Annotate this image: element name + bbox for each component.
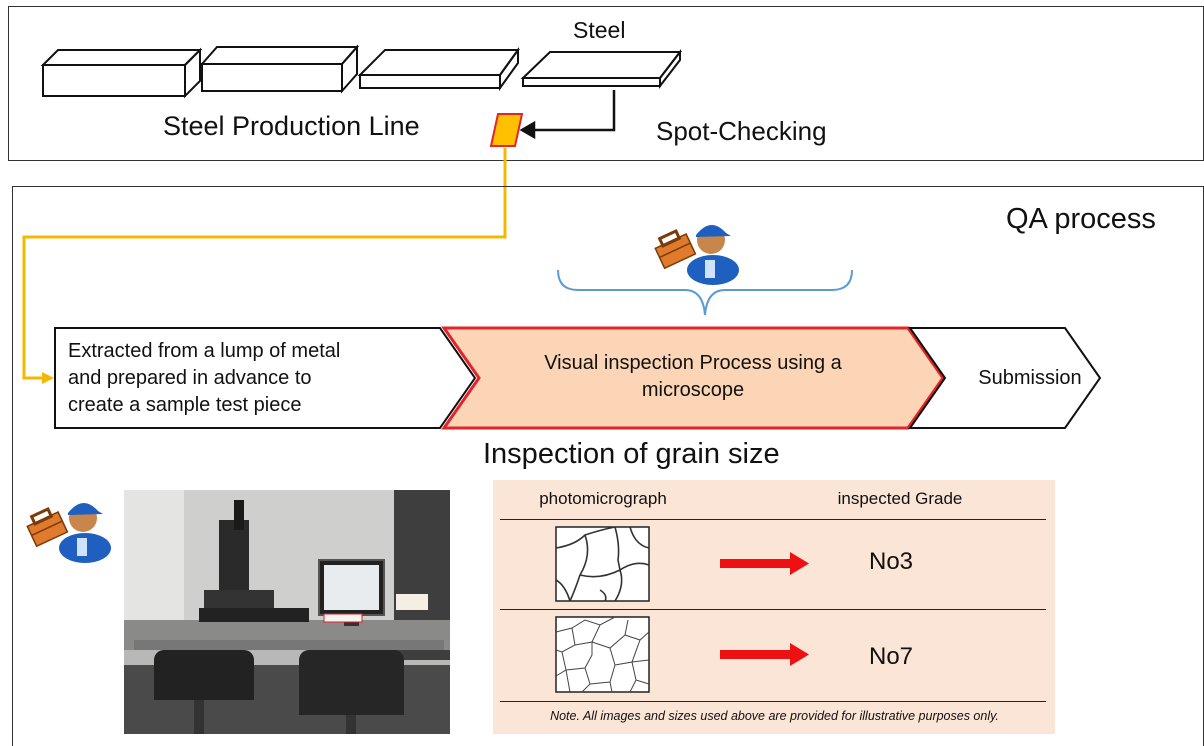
grade-row-2: No7: [869, 643, 914, 670]
steel-slab-2: [199, 44, 360, 94]
step-2-text: Visual inspection Process using a micros…: [478, 350, 908, 404]
worker-with-toolbox-icon: [654, 224, 739, 285]
red-arrow-row-2: [720, 643, 809, 666]
steel-slab-1: [40, 47, 203, 99]
sample-piece-icon: [489, 113, 524, 147]
qa-process-title: QA process: [1006, 203, 1156, 235]
chevron-step-3: [908, 327, 1102, 429]
step-1-text: Extracted from a lump of metal and prepa…: [68, 338, 448, 419]
header-photomicrograph: photomicrograph: [539, 489, 667, 508]
steel-label: Steel: [573, 17, 626, 43]
grade-row-1: No3: [869, 548, 914, 575]
steel-slab-4: [520, 49, 683, 89]
inspection-brace: [557, 269, 853, 316]
microscope-station-photo: [124, 490, 450, 734]
photomicrograph-fine-grains: [555, 616, 650, 693]
step-3-line: Submission: [978, 367, 1082, 389]
step-2-line: Visual inspection Process using a: [544, 352, 842, 374]
header-inspected-grade: inspected Grade: [837, 489, 963, 508]
step-3-text: Submission: [960, 365, 1100, 392]
production-line-label: Steel Production Line: [163, 111, 420, 141]
steel-slab-3: [357, 46, 520, 92]
chevron-step-1: [54, 327, 477, 429]
spot-checking-label: Spot-Checking: [656, 116, 827, 146]
worker-with-toolbox-icon-2: [26, 502, 111, 563]
table-rule: [500, 609, 1046, 610]
red-arrow-row-1: [720, 552, 809, 575]
photomicrograph-coarse-grains: [555, 526, 650, 602]
grain-size-title: Inspection of grain size: [483, 438, 780, 470]
table-rule: [500, 519, 1046, 520]
sample-flow-line: [22, 148, 507, 384]
step-2-line: microscope: [641, 379, 745, 401]
step-1-line: create a sample test piece: [68, 394, 302, 416]
step-1-line: and prepared in advance to: [68, 367, 312, 389]
chevron-step-2: [441, 326, 945, 430]
illustrative-note: Note. All images and sizes used above ar…: [550, 709, 999, 723]
spot-check-arrow: [519, 90, 616, 140]
step-1-line: Extracted from a lump of metal: [68, 340, 341, 362]
table-rule: [500, 701, 1046, 702]
microscope-photo-illustration: [124, 490, 450, 734]
